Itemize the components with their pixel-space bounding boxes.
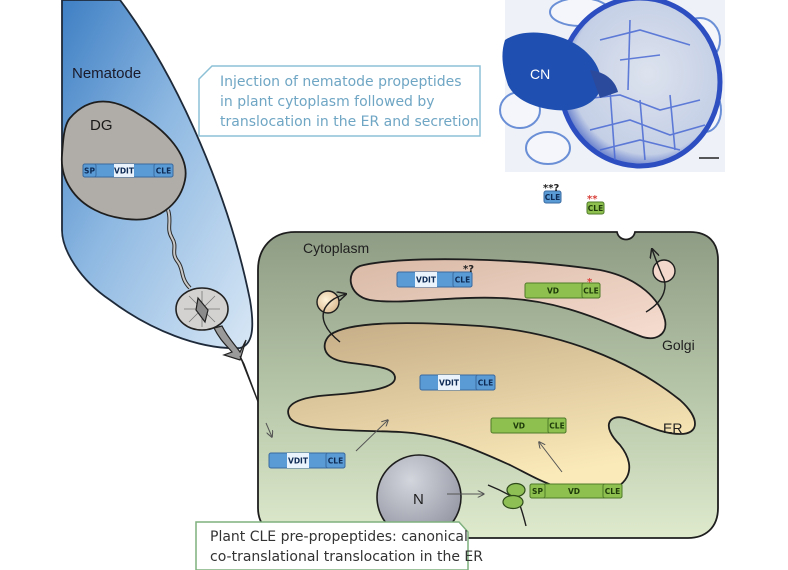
segment-cle: CLE <box>588 204 603 213</box>
nematode-callout-line-1: Injection of nematode propeptides <box>220 74 462 90</box>
er-plant-peptide: VD CLE <box>490 417 567 434</box>
golgi-plant-peptide: VD CLE * <box>524 277 601 299</box>
stylet <box>213 325 263 413</box>
vesicle-right <box>645 249 676 313</box>
segment-cle: CLE <box>156 167 171 176</box>
dorsal-gland <box>61 100 187 221</box>
er-to-golgi-arrow <box>539 442 563 473</box>
nematode-label: Nematode <box>72 65 141 82</box>
nematode-callout-line-2: in plant cytoplasm followed by <box>220 94 435 110</box>
plant-callout-line-1: Plant CLE pre-propeptides: canonical <box>210 529 468 545</box>
dg-label: DG <box>90 117 113 134</box>
nematode-callout: Injection of nematode propeptides in pla… <box>198 65 481 137</box>
ribosome <box>487 482 527 527</box>
segment-vdit: VDIT <box>288 457 309 466</box>
segment-vd: VD <box>568 487 580 496</box>
segment-vdit: VDIT <box>439 379 460 388</box>
entry-arrow <box>265 422 272 437</box>
er-label: ER <box>663 420 682 436</box>
micrograph: CN <box>499 0 725 172</box>
nascent-plant-peptide: SP VD CLE <box>529 483 623 499</box>
red-asterisk-mark: ** <box>587 194 598 205</box>
red-asterisk-mark: * <box>587 277 593 288</box>
segment-vd: VD <box>547 287 559 296</box>
segment-vdit: VDIT <box>416 276 437 285</box>
secreted-nematode-cle: CLE **? <box>543 183 562 204</box>
nematode-head <box>502 32 601 111</box>
segment-sp: SP <box>532 487 543 496</box>
plant-callout-line-2: co-translational translocation in the ER <box>210 549 483 565</box>
segment-cle: CLE <box>455 276 470 285</box>
segment-cle: CLE <box>545 193 560 202</box>
segment-sp: SP <box>84 167 95 176</box>
er-nematode-peptide: VDIT CLE <box>419 374 496 391</box>
golgi-label: Golgi <box>662 337 695 353</box>
cn-label: CN <box>530 66 550 82</box>
nematode-callout-line-3: translocation in the ER and secretion <box>220 114 479 130</box>
nematode: Nematode DG SP VDIT CLE <box>61 0 263 413</box>
cytoplasm-nematode-peptide: VDIT CLE <box>268 452 346 469</box>
plant-cell: Cytoplasm Golgi ER N <box>257 231 719 540</box>
pump-valve <box>175 287 229 331</box>
segment-cle: CLE <box>549 422 564 431</box>
secreted-plant-cle: CLE ** <box>586 194 605 215</box>
plant-callout: Plant CLE pre-propeptides: canonical co-… <box>195 521 483 570</box>
er-import-arrow <box>355 420 388 452</box>
segment-vdit: VDIT <box>114 167 135 176</box>
nucleus-label: N <box>413 491 424 508</box>
vesicle-left <box>316 290 346 343</box>
segment-vd: VD <box>513 422 525 431</box>
segment-cle: CLE <box>328 457 343 466</box>
golgi-nematode-peptide: VDIT CLE *? <box>396 264 474 288</box>
segment-cle: CLE <box>583 287 598 296</box>
cytoplasm-label: Cytoplasm <box>303 240 369 256</box>
asterisk-mark: *? <box>463 264 474 275</box>
asterisk-mark: **? <box>543 183 559 194</box>
segment-cle: CLE <box>478 379 493 388</box>
segment-cle: CLE <box>605 487 620 496</box>
dg-propeptide: SP VDIT CLE <box>82 163 174 178</box>
